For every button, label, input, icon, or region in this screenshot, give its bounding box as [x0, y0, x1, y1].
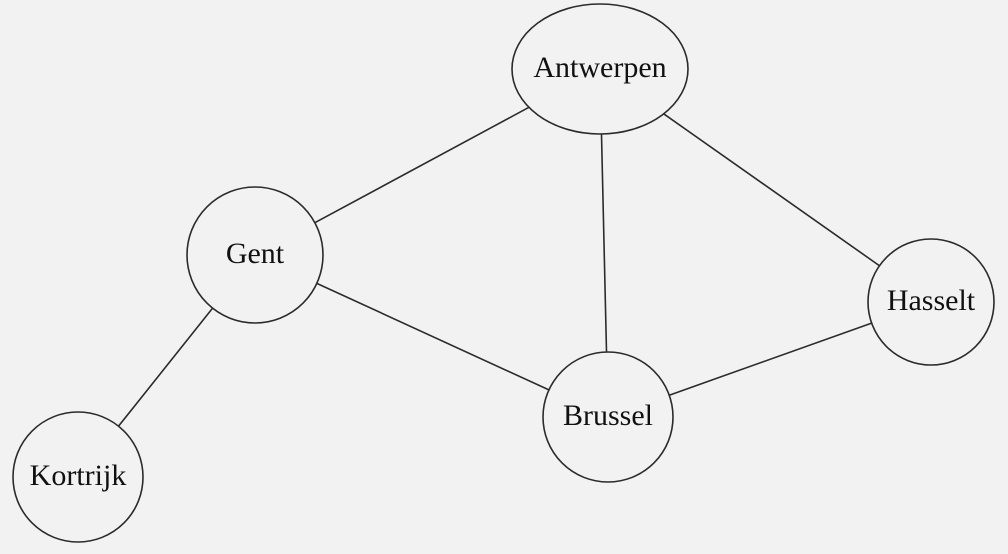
graph-node-brussel[interactable]: Brussel: [542, 351, 674, 483]
node-shape-hasselt: [867, 238, 995, 366]
graph-node-antwerpen[interactable]: Antwerpen: [511, 3, 689, 135]
graph-edge-antwerpen-hasselt: [662, 113, 881, 267]
graph-edge-brussel-hasselt: [668, 322, 873, 397]
graph-edge-antwerpen-brussel: [600, 133, 608, 353]
graph-node-gent[interactable]: Gent: [186, 186, 324, 324]
node-shape-brussel: [542, 351, 674, 483]
node-label-gent: Gent: [226, 237, 285, 270]
node-label-kortrijk: Kortrijk: [30, 459, 127, 492]
graph-edge-gent-kortrijk: [117, 307, 214, 427]
graph-edge-antwerpen-gent: [314, 106, 530, 224]
graph-edge-gent-brussel: [315, 282, 550, 391]
node-shape-antwerpen: [511, 3, 689, 135]
node-shape-kortrijk: [12, 411, 144, 543]
node-label-brussel: Brussel: [563, 399, 653, 432]
graph-node-hasselt[interactable]: Hasselt: [867, 238, 995, 366]
node-label-hasselt: Hasselt: [887, 284, 976, 317]
edge-layer: [117, 106, 881, 427]
node-shape-gent: [186, 186, 324, 324]
node-label-antwerpen: Antwerpen: [533, 51, 666, 84]
graph-node-kortrijk[interactable]: Kortrijk: [12, 411, 144, 543]
